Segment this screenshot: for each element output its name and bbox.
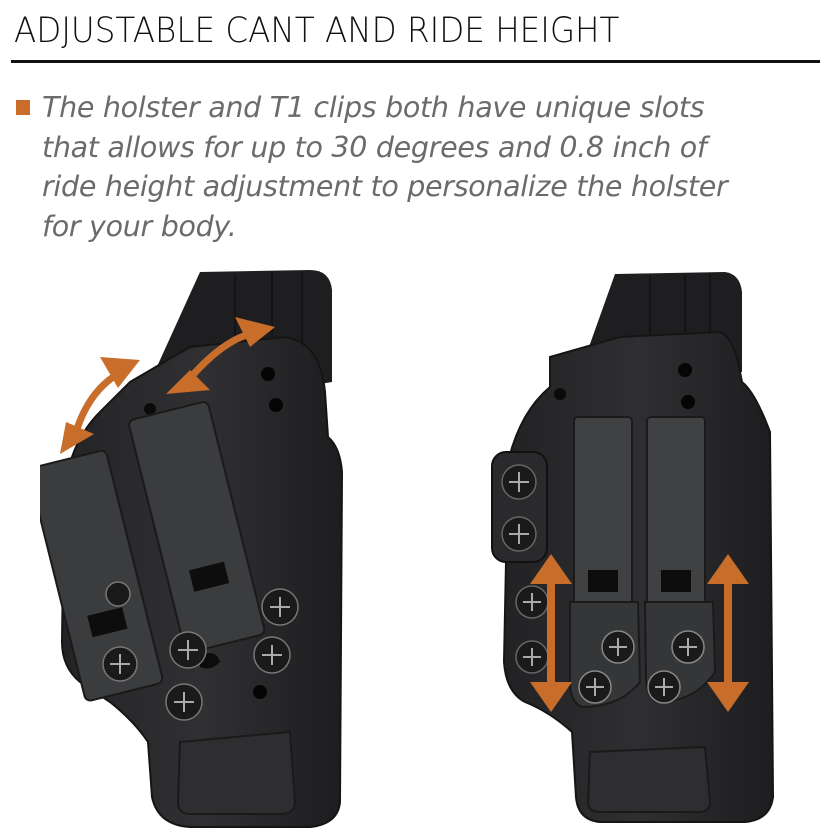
holster-image-cant xyxy=(40,262,370,832)
feature-line-1: The holster and T1 clips both have uniqu… xyxy=(42,91,705,124)
feature-line-3: ride height adjustment to personalize th… xyxy=(42,170,728,203)
title-underline xyxy=(11,60,820,63)
ride-height-arrow-left-icon xyxy=(530,554,572,712)
holster-image-ride-height xyxy=(470,262,810,832)
feature-bullet: The holster and T1 clips both have uniqu… xyxy=(14,88,814,246)
feature-line-2: that allows for up to 30 degrees and 0.8… xyxy=(42,130,707,164)
bullet-square-icon xyxy=(16,100,30,115)
feature-description: The holster and T1 clips both have uniqu… xyxy=(42,88,814,246)
holster-illustration-right xyxy=(491,272,775,823)
ride-height-arrow-right-icon xyxy=(707,554,749,712)
feature-line-4: for your body. xyxy=(42,209,237,243)
page-title: ADJUSTABLE CANT AND RIDE HEIGHT xyxy=(14,11,620,51)
holster-illustration-left xyxy=(40,270,344,828)
